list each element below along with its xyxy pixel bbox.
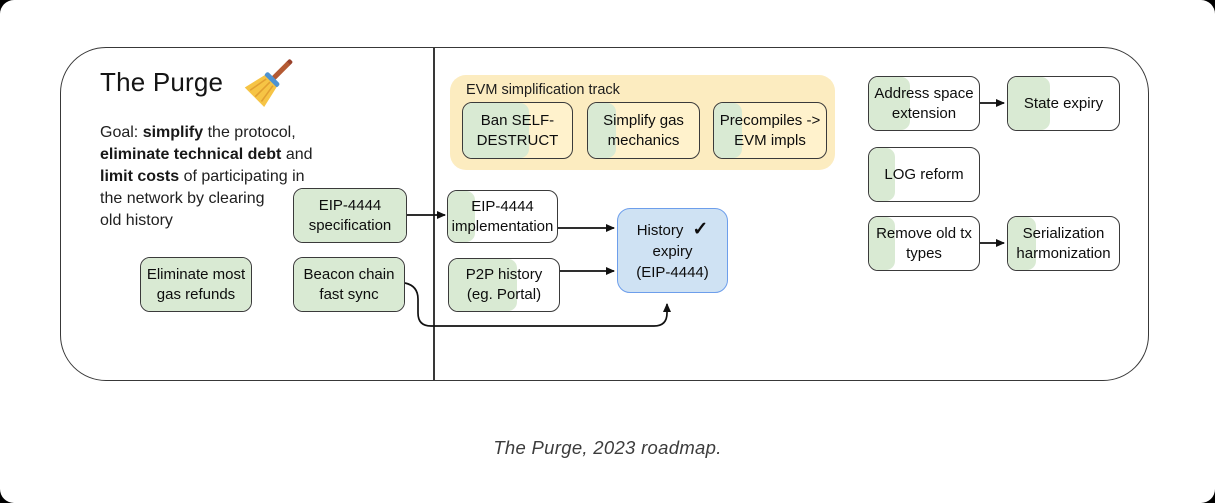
node-beacon-chain-fast-sync: Beacon chain fast sync — [293, 257, 405, 312]
section-divider — [433, 47, 435, 381]
node-remove-old-tx-types: Remove old tx types — [868, 216, 980, 271]
node-p2p-history: P2P history (eg. Portal) — [448, 258, 560, 312]
check-icon: ✓ — [692, 218, 709, 240]
figure-caption: The Purge, 2023 roadmap. — [493, 437, 722, 458]
node-history-expiry: History✓ expiry (EIP-4444) — [617, 208, 728, 293]
evm-track-label: EVM simplification track — [466, 82, 620, 98]
node-serialization-harmonization: Serialization harmonization — [1007, 216, 1120, 271]
node-ban-selfdestruct: Ban SELF- DESTRUCT — [462, 102, 573, 159]
node-eip4444-specification: EIP-4444 specification — [293, 188, 407, 243]
node-simplify-gas-mechanics: Simplify gas mechanics — [587, 102, 700, 159]
node-state-expiry: State expiry — [1007, 76, 1120, 131]
goal-text: Goal: simplify the protocol, eliminate t… — [100, 124, 313, 229]
node-eliminate-gas-refunds: Eliminate most gas refunds — [140, 257, 252, 312]
node-eip4444-implementation: EIP-4444 implementation — [447, 190, 558, 243]
broom-icon — [244, 59, 293, 107]
node-precompiles-evm-impls: Precompiles -> EVM impls — [713, 102, 827, 159]
page-title: The Purge — [100, 67, 224, 97]
node-address-space-extension: Address space extension — [868, 76, 980, 131]
node-log-reform: LOG reform — [868, 147, 980, 202]
